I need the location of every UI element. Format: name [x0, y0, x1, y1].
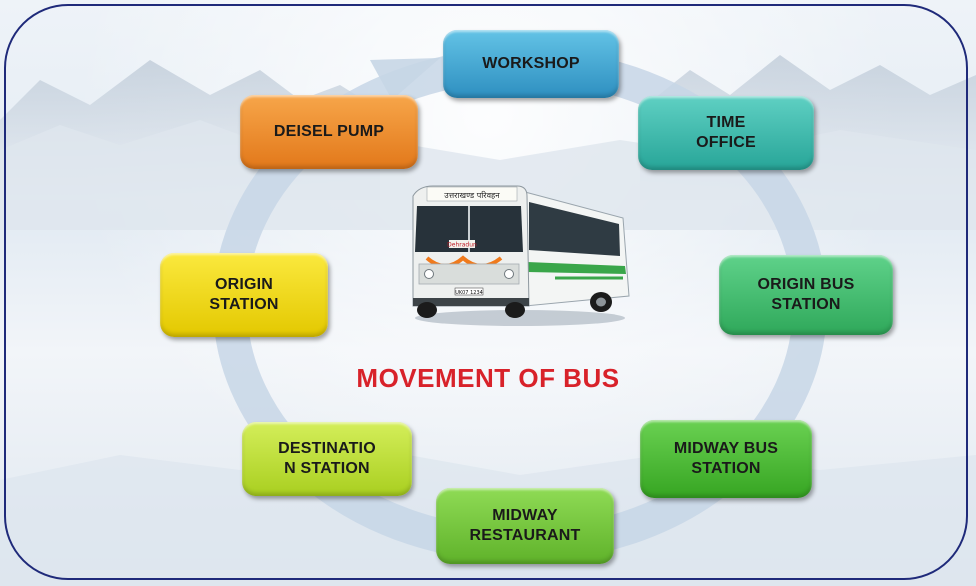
diagram-title: MOVEMENT OF BUS — [356, 363, 620, 393]
bus-roof-sign: उत्तराखण्ड परिवहन — [444, 190, 500, 200]
diagram-frame — [4, 4, 968, 580]
workshop-box: WORKSHOP — [443, 30, 619, 98]
origin-bus-station-box: ORIGIN BUS STATION — [719, 255, 893, 335]
bus-number-plate: UK07 1234 — [455, 290, 483, 296]
time-office-box: TIME OFFICE — [638, 96, 814, 170]
origin-station-box: ORIGIN STATION — [160, 253, 328, 337]
destination-station-box: DESTINATIO N STATION — [242, 422, 412, 496]
bus-icon: उत्तराखण्ड परिवहन Dehradun UK07 1234 — [412, 185, 630, 326]
midway-restaurant-box: MIDWAY RESTAURANT — [436, 488, 614, 564]
bus-destination-board: Dehradun — [447, 242, 477, 249]
midway-bus-station-box: MIDWAY BUS STATION — [640, 420, 812, 498]
diesel-pump-box: DEISEL PUMP — [240, 95, 418, 169]
